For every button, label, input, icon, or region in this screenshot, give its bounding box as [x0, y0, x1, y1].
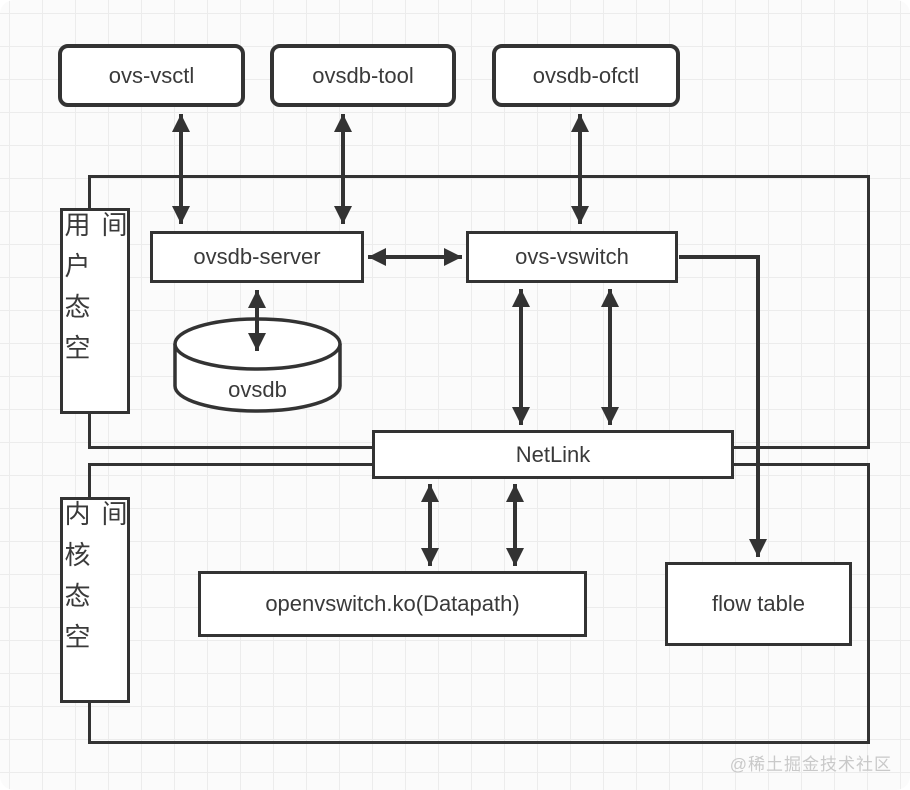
node-flow-table: flow table — [665, 562, 852, 646]
node-netlink: NetLink — [372, 430, 734, 479]
node-ovs-vswitch: ovs-vswitch — [466, 231, 678, 283]
user-space-label: 用户态空间 — [60, 208, 130, 414]
node-ovsdb-tool: ovsdb-tool — [270, 44, 456, 107]
ovsdb-cylinder-label: ovsdb — [228, 377, 287, 402]
kernel-space-label: 内核态空间 — [60, 497, 130, 703]
node-ovsdb-ofctl: ovsdb-ofctl — [492, 44, 680, 107]
watermark-text: @稀土掘金技术社区 — [729, 755, 892, 774]
user-space-container — [88, 175, 870, 449]
node-ovs-vsctl: ovs-vsctl — [58, 44, 245, 107]
node-ovsdb-server: ovsdb-server — [150, 231, 364, 283]
node-datapath: openvswitch.ko(Datapath) — [198, 571, 587, 637]
